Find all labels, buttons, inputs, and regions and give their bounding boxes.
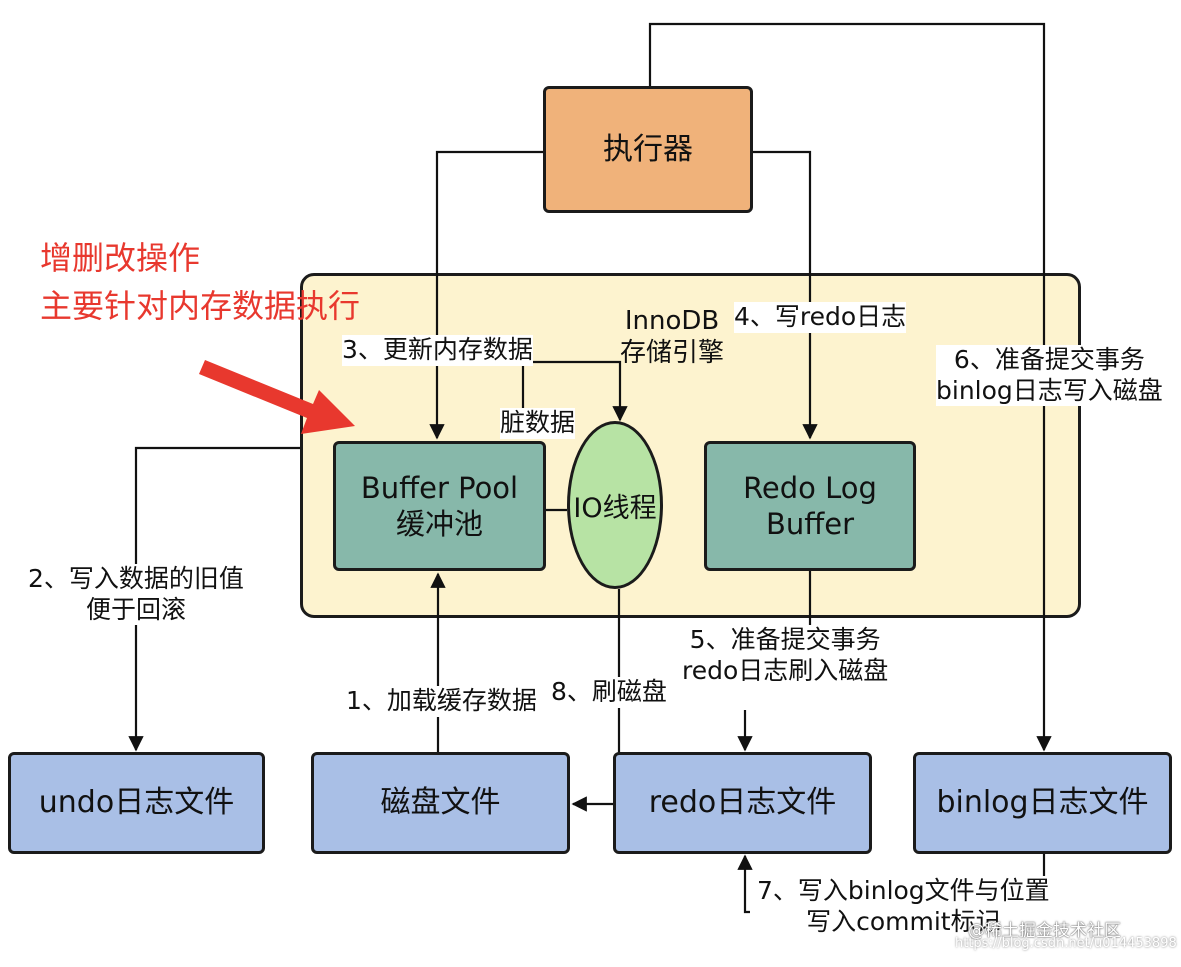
redo-file-box: redo日志文件 (613, 752, 872, 854)
undo-file-label: undo日志文件 (38, 785, 235, 821)
text-line: 缓冲池 (395, 507, 483, 541)
annotation-line: 增删改操作 (40, 239, 201, 277)
arrow-binlog-to-redo-file (737, 854, 753, 914)
text-line: 2、写入数据的旧值 (28, 564, 244, 593)
binlog-file-box: binlog日志文件 (913, 752, 1172, 854)
step-4-label: 4、写redo日志 (734, 302, 907, 333)
annotation-line: 主要针对内存数据执行 (40, 287, 361, 325)
executor-box: 执行器 (543, 86, 753, 213)
text-line: binlog日志写入磁盘 (936, 375, 1163, 405)
text-line: 便于回滚 (85, 594, 186, 624)
disk-file-label: 磁盘文件 (380, 785, 501, 821)
step-8-label: 8、刷磁盘 (551, 677, 667, 708)
step-1-label: 1、加载缓存数据 (346, 686, 537, 717)
operation-annotation: 增删改操作 主要针对内存数据执行 (40, 234, 360, 330)
text-line: Redo Log (743, 470, 877, 505)
text-line: 6、准备提交事务 (953, 345, 1145, 374)
undo-file-box: undo日志文件 (8, 752, 265, 854)
text-line: 5、准备提交事务 (689, 625, 881, 654)
text-line: redo日志刷入磁盘 (682, 655, 889, 685)
executor-label: 执行器 (603, 131, 693, 167)
arrow-executor-to-redo-buffer (753, 150, 818, 440)
step-3-label: 3、更新内存数据 (342, 335, 533, 366)
arrow-executor-to-buffer-pool (429, 150, 543, 440)
binlog-file-label: binlog日志文件 (936, 785, 1149, 821)
disk-file-box: 磁盘文件 (311, 752, 570, 854)
io-thread-node: IO线程 (567, 421, 663, 589)
text-line: 7、写入binlog文件与位置 (757, 876, 1050, 905)
text-line: InnoDB (624, 306, 720, 336)
line-update-memory (520, 360, 628, 422)
redo-file-label: redo日志文件 (648, 785, 837, 821)
text-line: 写入commit标记 (806, 906, 1001, 936)
text-line: Buffer (765, 507, 855, 541)
step-7-label: 7、写入binlog文件与位置写入commit标记 (757, 876, 1050, 937)
step-2-label: 2、写入数据的旧值便于回滚 (28, 564, 244, 625)
red-arrow-icon (199, 360, 355, 434)
dirty-data-label: 脏数据 (500, 408, 576, 439)
io-thread-label: IO线程 (573, 492, 657, 524)
text-line: Buffer Pool (360, 470, 519, 505)
watermark-brand: @稀土掘金技术社区 (968, 921, 1121, 941)
watermark-url: https://blog.csdn.net/u014453898 (955, 936, 1177, 951)
arrow-engine-to-undo (128, 446, 300, 752)
text-line: 存储引擎 (620, 337, 725, 368)
